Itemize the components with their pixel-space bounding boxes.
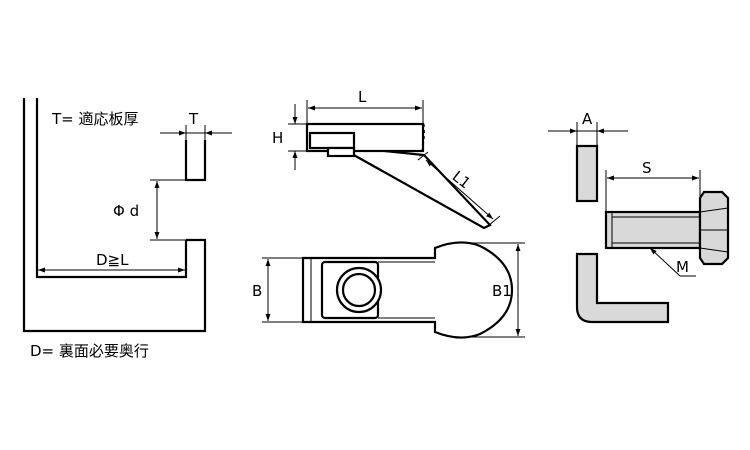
- dim-label-s: S: [642, 159, 652, 177]
- nut-arm: [350, 146, 492, 230]
- depth-note: D= 裏面必要奥行: [30, 342, 149, 360]
- hex-face-line-1: [699, 207, 729, 213]
- dim-label-l: L: [358, 88, 367, 106]
- bolt-view: A S M: [548, 110, 730, 324]
- thickness-note: T= 適応板厚: [51, 110, 139, 128]
- l1-dim-line: [425, 159, 494, 220]
- dim-label-b1: B1: [492, 282, 512, 300]
- dim-label-t: T: [188, 110, 199, 128]
- l-bracket: [575, 252, 670, 324]
- dim-label-b: B: [252, 282, 262, 300]
- dim-label-a: A: [582, 110, 593, 128]
- installation-view: T= 適応板厚 T Φ d D≧L D= 裏面必要奥行: [22, 98, 232, 360]
- nut-top-view: B B1: [252, 241, 525, 339]
- l1-extension-a: [417, 151, 429, 161]
- stud-circle-inner: [341, 272, 377, 308]
- dim-label-phi-d: Φ d: [113, 202, 139, 220]
- panel-upper-piece: [184, 140, 207, 182]
- bolt-hex-head: [698, 190, 730, 266]
- nut-side-view: L H L1: [272, 88, 501, 230]
- cavity-wall-outer: [22, 98, 207, 333]
- nut-stud-block: [308, 131, 356, 150]
- cavity-wall-inner: [35, 98, 188, 279]
- m-leader: [649, 247, 681, 277]
- plate-a: [575, 144, 599, 203]
- dim-label-m: M: [676, 258, 689, 276]
- swing-arc: [417, 123, 425, 161]
- nut-base-plate: [302, 257, 312, 323]
- l1-extension-b: [487, 215, 501, 227]
- dim-label-d-ge-l: D≧L: [96, 251, 129, 269]
- hex-face-line-2: [699, 247, 729, 253]
- dim-label-h: H: [272, 129, 283, 147]
- nut-tab: [326, 146, 356, 158]
- bolt-shank: [604, 210, 702, 250]
